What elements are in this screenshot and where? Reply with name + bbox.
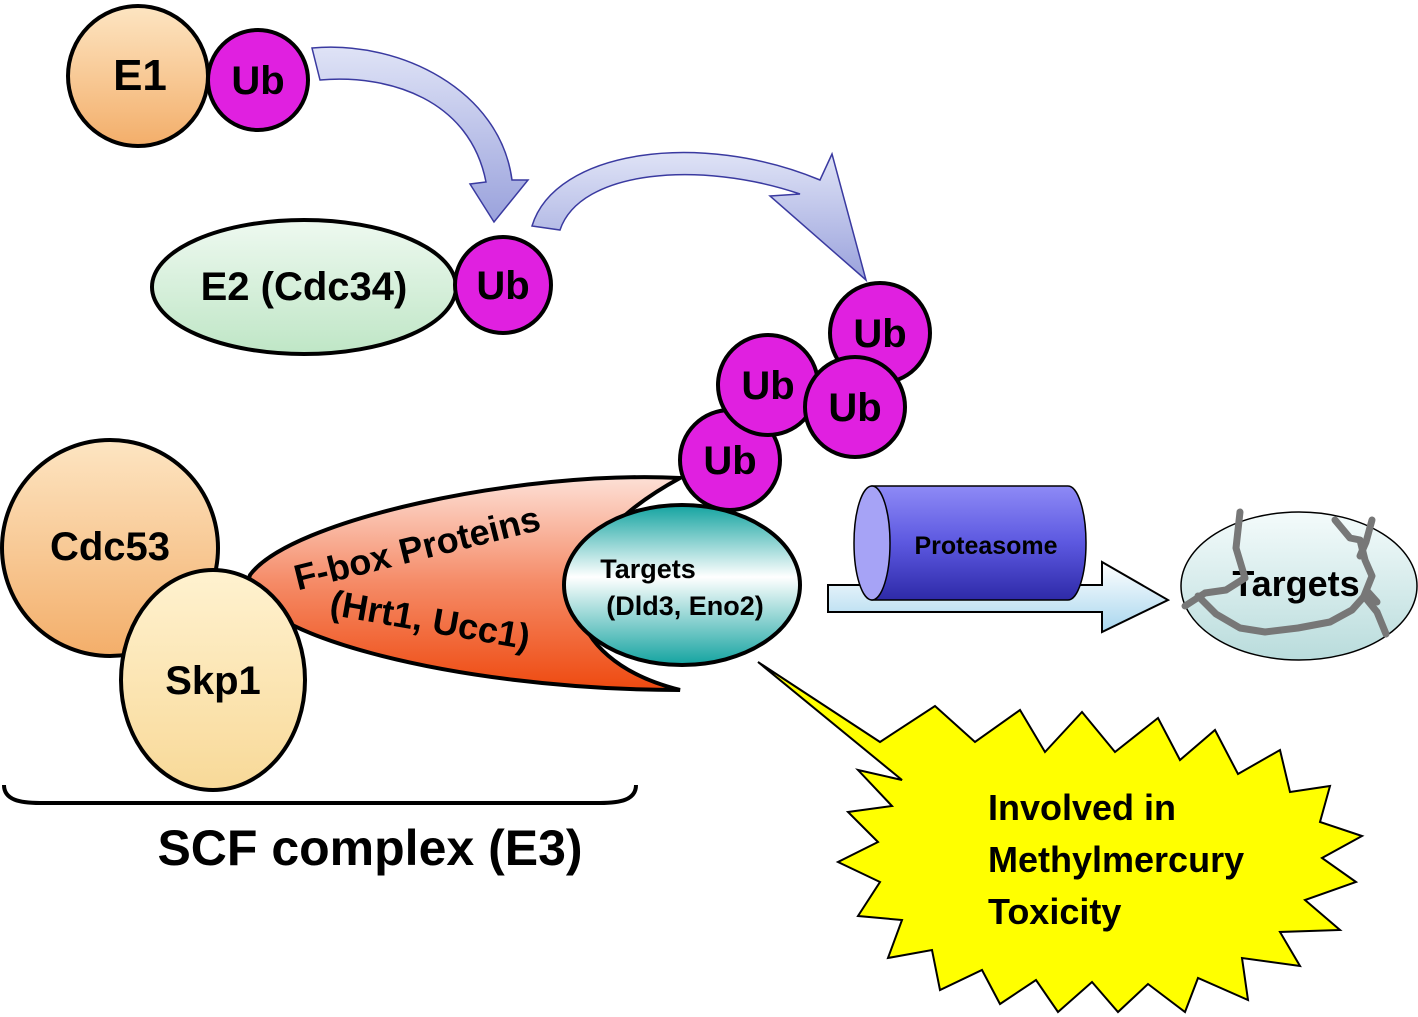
scf-complex-bracket bbox=[2, 784, 638, 805]
ub-e2-label: Ub bbox=[476, 264, 529, 308]
ub-chain-label-2: Ub bbox=[741, 364, 794, 408]
e1-to-e2-curved-arrow bbox=[311, 46, 530, 224]
skp1-label: Skp1 bbox=[165, 659, 261, 703]
e1-label: E1 bbox=[113, 51, 167, 100]
ub-chain-label-4: Ub bbox=[828, 386, 881, 430]
callout-line-3: Toxicity bbox=[988, 891, 1121, 932]
ub-chain-label-1: Ub bbox=[703, 439, 756, 483]
callout-line-2: Methylmercury bbox=[988, 839, 1244, 880]
e2-label: E2 (Cdc34) bbox=[201, 265, 408, 309]
targets-members-label: (Dld3, Eno2) bbox=[606, 591, 764, 621]
cdc53-label: Cdc53 bbox=[50, 525, 170, 569]
ub-e1-label: Ub bbox=[231, 59, 284, 103]
ub-e1-node bbox=[206, 28, 310, 132]
degraded-targets-node bbox=[1180, 511, 1418, 661]
e2-to-ub-chain-curved-arrow bbox=[531, 151, 868, 283]
methylmercury-callout-burst bbox=[757, 661, 1365, 1014]
callout-line-1: Involved in bbox=[988, 787, 1176, 828]
degraded-targets-label: Targets bbox=[1232, 563, 1359, 604]
degraded-peptide-fragments bbox=[1181, 508, 1390, 638]
proteasome-cylinder bbox=[853, 485, 1087, 601]
targets-title-label: Targets bbox=[600, 554, 696, 584]
ub-chain-node-4 bbox=[803, 355, 907, 459]
proteasome-label: Proteasome bbox=[914, 532, 1057, 560]
ub-e2-node bbox=[453, 235, 553, 335]
scf-complex-label: SCF complex (E3) bbox=[157, 820, 582, 876]
skp1-node bbox=[119, 568, 307, 792]
targets-node bbox=[562, 503, 802, 667]
ub-chain-label-3: Ub bbox=[853, 312, 906, 356]
